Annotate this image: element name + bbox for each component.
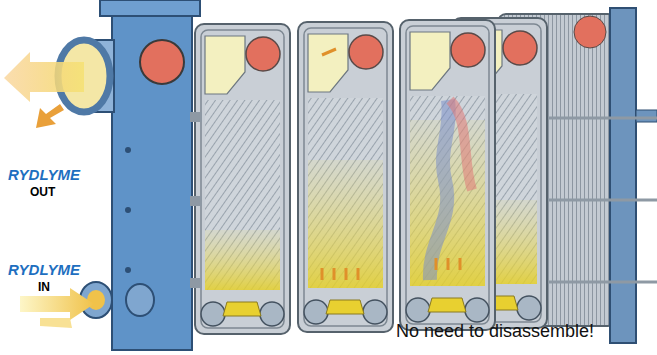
fluid-name: RYDLYME	[8, 167, 80, 182]
flow-direction: IN	[38, 281, 50, 293]
note-text: No need to disassemble!	[396, 322, 594, 340]
flow-direction: OUT	[30, 186, 55, 198]
fluid-name: RYDLYME	[8, 262, 80, 277]
